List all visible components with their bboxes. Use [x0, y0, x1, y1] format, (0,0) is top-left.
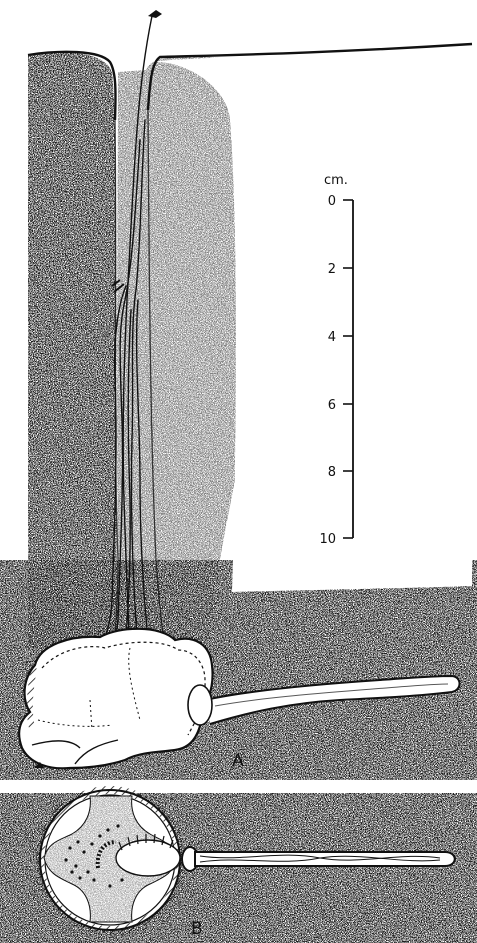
- scale-tick-8: 8: [328, 465, 336, 480]
- tentacle-tip-icon: [148, 10, 162, 18]
- tail-b: [195, 852, 455, 866]
- body-a: [19, 629, 212, 769]
- body-a-outline: [19, 629, 212, 769]
- panel-b-label: B: [191, 919, 203, 939]
- scale-tick-6: 6: [328, 398, 336, 413]
- scale-tick-10: 10: [319, 532, 336, 547]
- scale-unit: cm.: [324, 173, 348, 188]
- panel-a-label: A: [232, 751, 244, 771]
- scale-tick-0: 0: [328, 194, 336, 209]
- scale-tick-2: 2: [328, 262, 336, 277]
- scale-tick-4: 4: [328, 330, 336, 345]
